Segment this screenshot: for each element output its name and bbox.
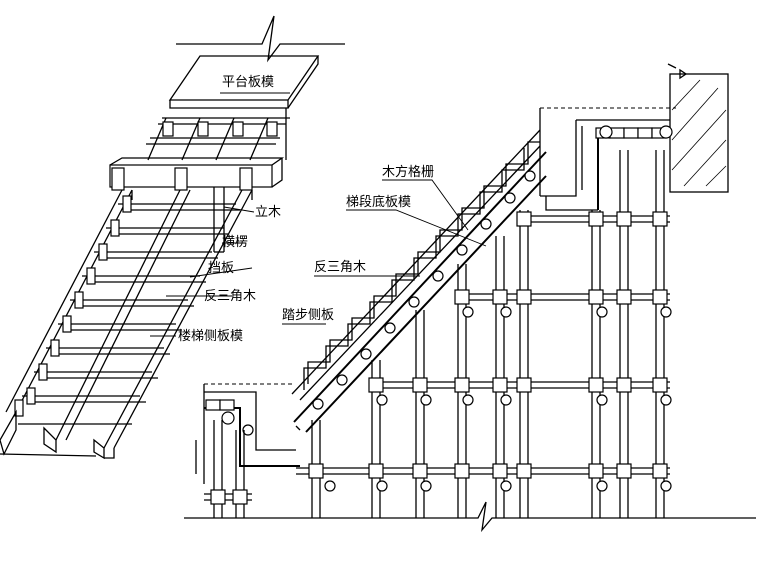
stair-side-form-board <box>0 409 115 460</box>
label-timber-grid: 木方格栅 <box>382 164 434 180</box>
inclined-flight-form <box>291 129 547 433</box>
main-cross-beam <box>109 157 285 191</box>
label-reverse-triangle-left: 反三角木 <box>204 289 256 304</box>
label-reverse-triangle-right: 反三角木 <box>314 260 366 275</box>
right-leader-lines <box>282 179 487 325</box>
flight-slab-rollers <box>312 170 536 410</box>
platform-slab-form <box>168 55 320 109</box>
label-joist: 横楞 <box>222 235 248 250</box>
label-stair-side-form: 楼梯侧板模 <box>178 329 243 344</box>
lower-landing-formwork <box>195 383 300 484</box>
stair-cross-cleats <box>18 203 240 425</box>
label-platform-slab-form: 平台板模 <box>222 75 274 90</box>
vertical-props <box>213 150 665 518</box>
tie-clamps <box>210 211 672 505</box>
left-isometric-view <box>0 15 345 460</box>
tread-side-board <box>303 141 540 390</box>
break-line-top <box>176 15 345 63</box>
label-vertical-post: 立木 <box>255 205 281 220</box>
stop-board-blocks <box>14 195 132 417</box>
label-tread-side-board: 踏步侧板 <box>282 308 334 323</box>
right-section-view <box>184 63 756 533</box>
concrete-wall-beam <box>667 63 729 193</box>
label-stop-board: 挡板 <box>208 261 234 276</box>
left-leader-lines <box>150 92 290 337</box>
label-flight-bottom-form: 梯段底板模 <box>346 194 411 210</box>
platform-joists <box>146 108 290 161</box>
ground-line <box>184 501 756 533</box>
diagram-labels: 平台板模 立木 横楞 挡板 反三角木 楼梯侧板模 木方格栅 梯段底板模 反三角木… <box>178 75 434 344</box>
